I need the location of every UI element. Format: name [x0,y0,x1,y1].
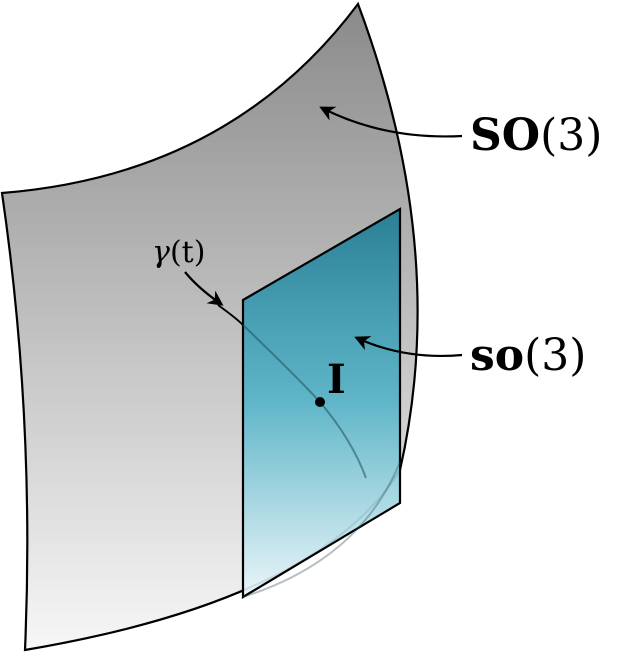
arrow-to-curve [184,271,224,306]
label-lie-algebra-arg: (3) [524,330,586,381]
label-lie-algebra-name: so [470,330,524,381]
label-identity: I [327,356,346,403]
label-curve-arg: (t) [170,235,205,270]
curve-gamma-outside [217,304,244,326]
manifold-edge-behind [242,461,401,598]
label-lie-group-arg: (3) [540,110,602,161]
arrow-to-tangent-plane [354,336,463,358]
label-lie-algebra: so(3) [470,330,586,381]
label-curve: γ(t) [152,235,205,270]
identity-point [315,397,325,407]
label-lie-group-name: SO [470,110,540,161]
label-lie-group: SO(3) [470,110,602,161]
label-curve-name: γ [152,235,170,270]
arrow-to-manifold [319,106,463,138]
